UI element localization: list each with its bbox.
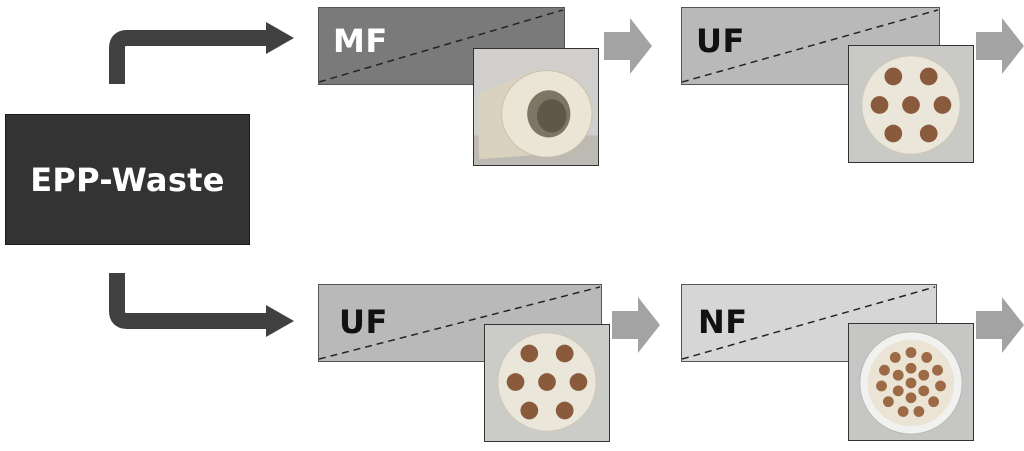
stage-uf-top-label: UF <box>696 22 745 60</box>
branch-arrow-bottom <box>109 273 268 329</box>
uf-seven-channel-membrane-photo-top <box>848 45 974 163</box>
uf-seven-channel-membrane-photo-bottom <box>484 324 610 442</box>
nf-nineteen-channel-membrane-photo <box>848 323 974 441</box>
flow-arrow-uf-top-out <box>976 18 1024 74</box>
dashed-diagonal <box>319 286 601 360</box>
branch-arrow-bottom-head <box>266 305 294 337</box>
branch-arrow-top <box>109 30 268 84</box>
stage-uf-bottom-label: UF <box>339 303 388 341</box>
mf-single-channel-membrane-photo <box>473 48 599 166</box>
flow-arrow-uf-to-nf <box>612 297 660 353</box>
stage-mf-label: MF <box>333 22 388 60</box>
epp-waste-label: EPP-Waste <box>30 160 225 199</box>
stage-nf-label: NF <box>698 303 748 341</box>
epp-waste-block: EPP-Waste <box>5 114 250 245</box>
branch-arrow-top-head <box>266 22 294 54</box>
dashed-diagonal <box>319 9 564 83</box>
dashed-diagonal <box>682 9 939 83</box>
flow-arrow-mf-to-uf <box>604 18 652 74</box>
dashed-diagonal <box>682 286 936 360</box>
stage-mf-module: MF <box>318 7 565 85</box>
flow-arrow-nf-out <box>976 297 1024 353</box>
